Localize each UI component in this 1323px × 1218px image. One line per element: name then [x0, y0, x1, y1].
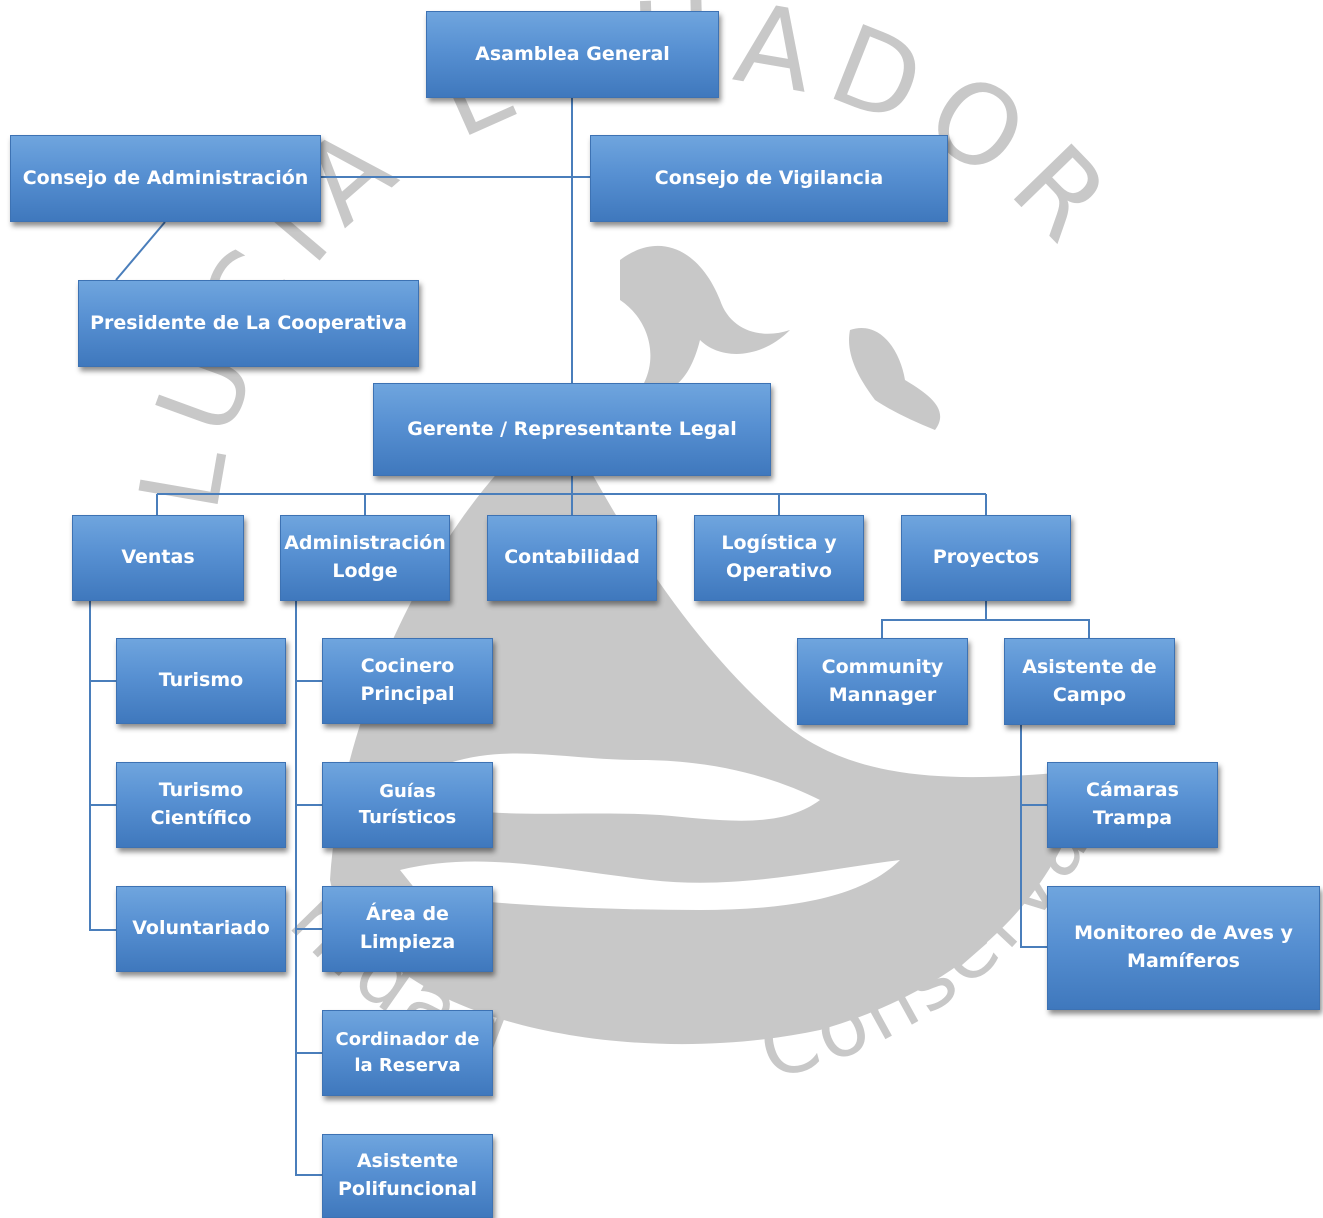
node-monitoreo: Monitoreo de Aves y Mamíferos [1047, 886, 1320, 1010]
node-turismo-cientifico: Turismo Científico [116, 762, 286, 848]
node-asamblea-general: Asamblea General [426, 11, 719, 98]
node-voluntariado: Voluntariado [116, 886, 286, 972]
node-consejo-administracion: Consejo de Administración [10, 135, 321, 222]
node-contabilidad: Contabilidad [487, 515, 657, 601]
node-cocinero: Cocinero Principal [322, 638, 493, 724]
node-asistente-campo: Asistente de Campo [1004, 638, 1175, 725]
node-area-limpieza: Área de Limpieza [322, 886, 493, 972]
node-community-mannager: Community Mannager [797, 638, 968, 725]
node-consejo-vigilancia: Consejo de Vigilancia [590, 135, 948, 222]
watermark-waves [400, 753, 900, 910]
node-asistente-polifuncional: Asistente Polifuncional [322, 1134, 493, 1218]
connector-community [881, 601, 987, 638]
connector-ventas-trunk [89, 601, 116, 931]
node-cordinador-reserva: Cordinador de la Reserva [322, 1010, 493, 1096]
connector-consejo-presidente [115, 221, 166, 281]
connector-asistente-campo [986, 619, 1090, 638]
node-turismo: Turismo [116, 638, 286, 724]
node-ventas: Ventas [72, 515, 244, 601]
node-logistica: Logística y Operativo [694, 515, 864, 601]
node-presidente: Presidente de La Cooperativa [78, 280, 419, 367]
node-administracion-lodge: Administración Lodge [280, 515, 450, 601]
connector-lodge-trunk [295, 601, 322, 1176]
node-guias: Guías Turísticos [322, 762, 493, 848]
node-camaras-trampa: Cámaras Trampa [1047, 762, 1218, 848]
node-proyectos: Proyectos [901, 515, 1071, 601]
node-gerente: Gerente / Representante Legal [373, 383, 771, 476]
connector-campo-trunk [1020, 725, 1047, 948]
